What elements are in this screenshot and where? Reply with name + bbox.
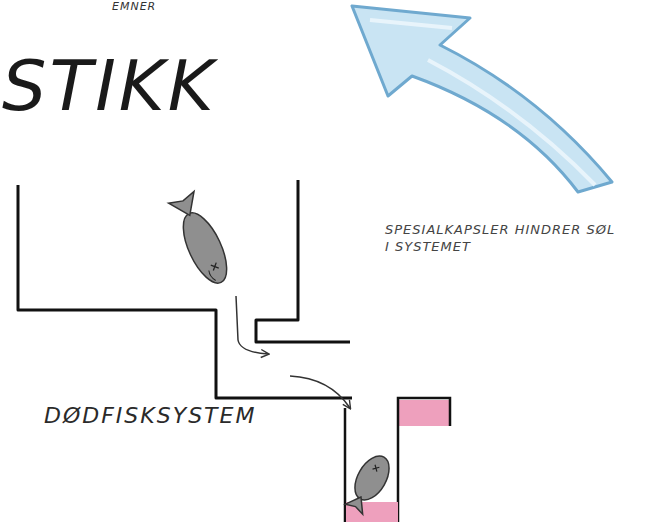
tank-wall — [256, 180, 350, 342]
tank-wall — [18, 185, 352, 398]
heading-fragment: EMNER — [112, 0, 232, 14]
heading-word: STIKK — [2, 48, 262, 125]
flow-arrow — [290, 376, 350, 408]
dead-fish — [342, 450, 396, 516]
flow-arrow — [236, 296, 268, 354]
blue-arrow-shade — [370, 20, 595, 185]
dead-fish — [167, 190, 236, 289]
note-text: SPESIALKAPSLER HINDRER SØL I SYSTEMET — [385, 222, 617, 256]
capsule-lid — [399, 400, 449, 426]
blue-arrow — [352, 6, 612, 192]
capsule — [345, 408, 398, 522]
system-label: DØDFISKSYSTEM — [44, 402, 284, 431]
capsule-lid — [398, 398, 450, 440]
